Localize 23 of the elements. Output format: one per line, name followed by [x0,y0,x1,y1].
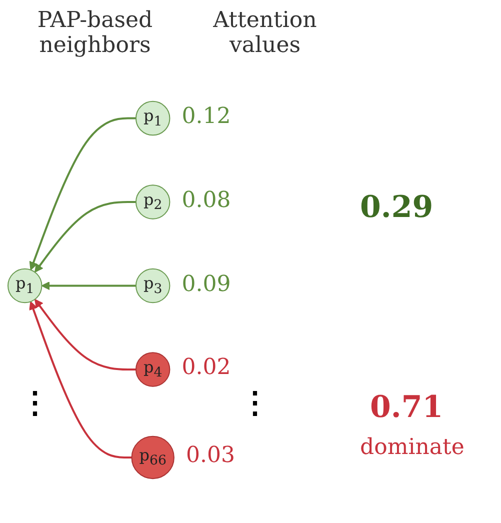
ellipsis: ⋮ [240,385,270,421]
attention-value: 0.02 [182,355,231,380]
arrow [29,301,132,458]
attention-value: 0.09 [182,272,231,297]
sum-value: 0.71 [370,390,444,425]
arrow [34,298,136,370]
column-header: Attention values [212,8,318,58]
attention-value: 0.12 [182,104,231,130]
node-circle: p$_{2}$ [135,184,170,220]
node-circle: p$_{4}$ [135,352,170,387]
note-text: dominate [360,435,464,460]
arrow [41,281,136,290]
arrow [34,201,136,273]
attention-value: 0.08 [182,188,231,214]
node-circle: p$_{1}$ [135,100,170,136]
ellipsis: ⋮ [20,385,50,421]
node-circle: p$_{3}$ [135,268,170,304]
node-circle: p$_{66}$ [131,436,174,480]
attention-value: 0.03 [186,443,235,468]
sum-value: 0.29 [360,190,434,225]
arrow [29,117,136,270]
column-header: PAP-based neighbors [36,8,154,58]
node-circle: p$_{1}$ [8,268,42,304]
